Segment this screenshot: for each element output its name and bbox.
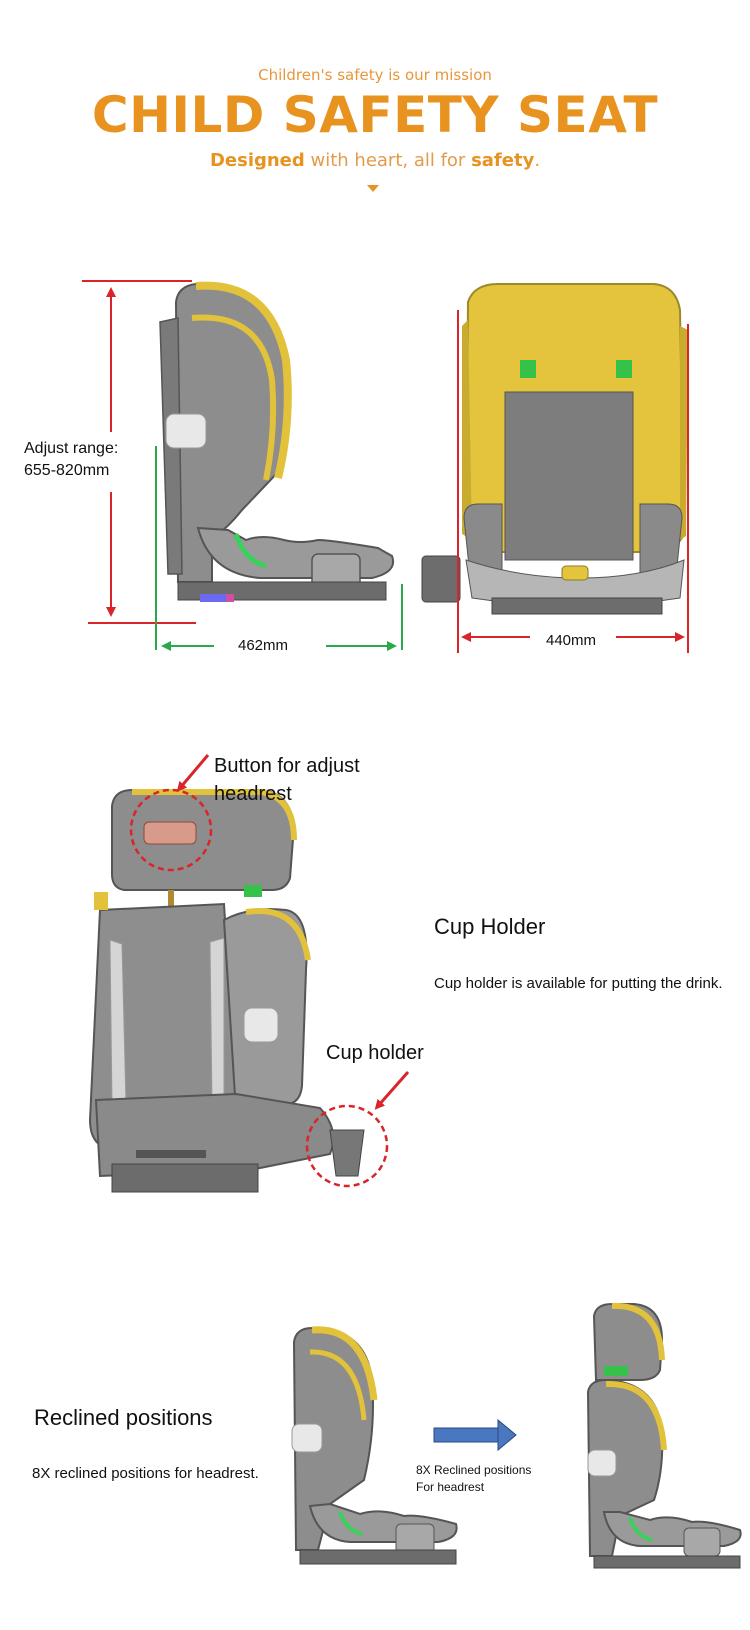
cup-holder-description: Cup holder is available for putting the …	[434, 975, 723, 992]
recline-arrow-label: 8X Reclined positions For headrest	[416, 1462, 531, 1496]
cup-holder-callout-label: Cup holder	[326, 1042, 424, 1064]
headrest-button-line1: Button for adjust	[214, 755, 360, 777]
side-view-seat	[159, 281, 394, 602]
headrest-button-line2: headrest	[214, 783, 292, 805]
subtitle-designed: Designed	[209, 150, 305, 171]
headrest-button-callout	[129, 754, 213, 872]
down-arrow-icon	[367, 185, 379, 192]
recline-seat-high	[586, 1302, 742, 1569]
recline-arrow-body	[433, 1427, 501, 1443]
width-dimension	[457, 310, 689, 653]
cup-holder-title: Cup Holder	[434, 914, 546, 939]
recline-description: 8X reclined positions for headrest.	[32, 1465, 259, 1482]
recline-arrow-head	[497, 1418, 517, 1452]
recline-arrow-line1: 8X Reclined positions	[416, 1463, 532, 1477]
subtitle: Designed with heart, all for safety.	[0, 150, 750, 171]
subtitle-end: .	[534, 150, 541, 171]
adjust-range-label: Adjust range: 655-820mm	[24, 438, 118, 482]
recline-title: Reclined positions	[34, 1405, 213, 1430]
height-dimension	[82, 280, 196, 624]
width-label: 440mm	[546, 632, 597, 649]
subtitle-mid: with heart, all for	[304, 150, 472, 171]
rear-view-seat	[88, 789, 365, 1193]
adjust-range-line2: 655-820mm	[24, 462, 110, 479]
recline-arrow-line2: For headrest	[416, 1480, 485, 1494]
front-view-seat	[421, 283, 688, 615]
depth-dimension	[155, 446, 403, 651]
page-title: CHILD SAFETY SEAT	[91, 86, 659, 144]
recline-seat-low	[291, 1326, 458, 1565]
cup-holder-callout	[305, 1071, 410, 1188]
headrest-button-label: Button for adjust headrest	[214, 752, 360, 808]
depth-label: 462mm	[238, 637, 289, 654]
adjust-range-line1: Adjust range:	[24, 440, 119, 457]
tagline: Children's safety is our mission	[258, 66, 492, 84]
subtitle-safety: safety	[471, 150, 535, 171]
